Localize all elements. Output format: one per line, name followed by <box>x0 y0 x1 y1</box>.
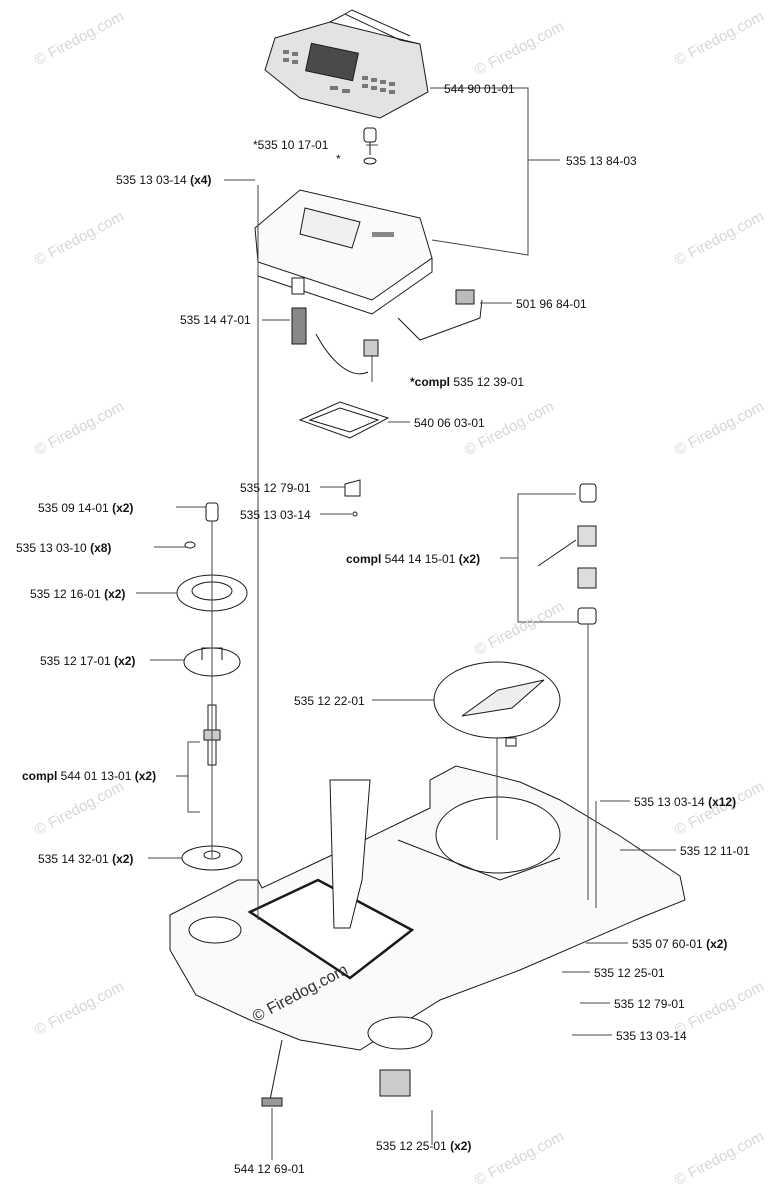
part-callout: 535 12 17-01 (x2) <box>40 654 136 668</box>
display-housing <box>254 189 433 315</box>
part-callout: 535 12 79-01 <box>240 481 311 495</box>
cable-part <box>291 277 483 375</box>
part-callout: 535 13 03-14 (x4) <box>116 173 212 187</box>
part-callout: 535 13 03-10 (x8) <box>16 541 112 555</box>
part-callout: 535 07 60-01 (x2) <box>632 937 728 951</box>
gasket-part <box>298 401 390 439</box>
part-callout: 535 12 22-01 <box>294 694 365 708</box>
keypad-overlay <box>264 9 429 119</box>
part-callout: 535 14 47-01 <box>180 313 251 327</box>
main-chassis <box>169 765 686 1107</box>
part-callout: 535 12 16-01 (x2) <box>30 587 126 601</box>
part-callout: 540 06 03-01 <box>414 416 485 430</box>
knob-part <box>363 127 377 165</box>
part-callout: 535 13 84-03 <box>566 154 637 168</box>
part-callout: compl 544 01 13-01 (x2) <box>22 769 157 783</box>
part-callout: 535 13 03-14 <box>616 1029 687 1043</box>
part-callout: 535 12 79-01 <box>614 997 685 1011</box>
disc-part <box>433 661 561 747</box>
part-callout: compl 544 14 15-01 (x2) <box>346 552 481 566</box>
part-callout: 501 96 84-01 <box>516 297 587 311</box>
part-callout: *compl 535 12 39-01 <box>410 375 525 389</box>
bumper-stack <box>537 483 597 625</box>
part-callout: 544 90 01-01 <box>444 82 515 96</box>
part-callout: 544 12 69-01 <box>234 1162 305 1176</box>
part-callout: 535 13 03-14 <box>240 508 311 522</box>
part-callout: 535 09 14-01 (x2) <box>38 501 134 515</box>
leader-lines <box>136 87 676 1160</box>
part-callout: *535 10 17-01 <box>253 138 329 152</box>
part-callout: 535 13 03-14 (x12) <box>634 795 737 809</box>
part-callout: 535 12 25-01 <box>594 966 665 980</box>
part-callout: 535 12 25-01 (x2) <box>376 1139 472 1153</box>
part-callout: 535 14 32-01 (x2) <box>38 852 134 866</box>
part-callout: * <box>336 152 341 166</box>
part-callout: 535 12 11-01 <box>680 844 750 858</box>
